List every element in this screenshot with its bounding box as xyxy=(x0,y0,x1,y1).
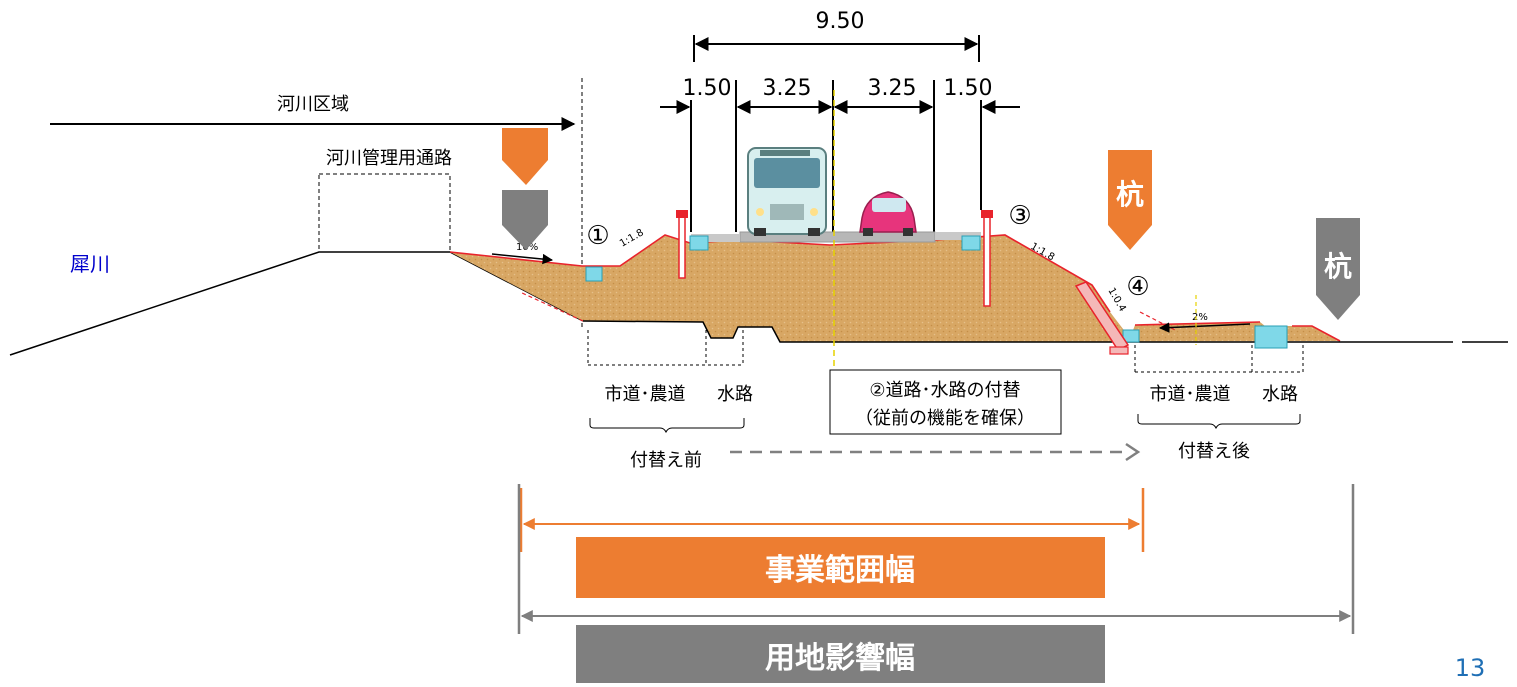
stake-arrow-orange-right: 杭 xyxy=(1108,150,1152,250)
stake-label-gray: 杭 xyxy=(1324,250,1352,283)
stake-arrow-gray-left xyxy=(502,190,548,250)
guard-post-right xyxy=(981,210,993,307)
marker-3: ③ xyxy=(1008,201,1031,231)
marker-4: ④ xyxy=(1126,272,1149,302)
note-line-2: （従前の機能を確保） xyxy=(855,408,1035,429)
river-road-label: 河川管理用通路 xyxy=(326,148,452,169)
land-width-label: 用地影響幅 xyxy=(765,641,915,676)
relocation-note-box: ②道路･水路の付替 （従前の機能を確保） xyxy=(829,369,1062,435)
river-area-indicator: 河川区域 xyxy=(50,78,583,330)
markers: ① ③ ④ xyxy=(586,201,1149,302)
after-relocation: 市道･農道 水路 付替え後 xyxy=(1134,345,1304,462)
stake-arrow-orange-left xyxy=(502,128,548,185)
project-width-label: 事業範囲幅 xyxy=(765,553,915,588)
after-road-label: 市道･農道 xyxy=(1150,384,1231,405)
after-caption: 付替え後 xyxy=(1178,441,1250,462)
before-road-label: 市道･農道 xyxy=(605,384,686,405)
bus-icon xyxy=(747,147,827,236)
dimension-left-sidewalk: 1.50 xyxy=(683,76,732,101)
slope-left-label: 1:1.8 xyxy=(618,227,646,249)
dimension-right-lane: 3.25 xyxy=(868,76,917,101)
page-number: 13 xyxy=(1455,654,1486,682)
car-icon xyxy=(859,191,917,236)
road-surface xyxy=(691,231,981,243)
stake-arrow-gray-right: 杭 xyxy=(1316,218,1360,320)
side-ditches xyxy=(585,235,1288,349)
note-line-1: ②道路･水路の付替 xyxy=(869,380,1020,401)
after-water-label: 水路 xyxy=(1262,384,1298,405)
before-water-label: 水路 xyxy=(717,384,753,405)
river-name-label: 犀川 xyxy=(70,252,110,276)
stake-label-orange: 杭 xyxy=(1116,178,1144,211)
land-width-range: 用地影響幅 xyxy=(517,484,1355,683)
dimension-right-sidewalk: 1.50 xyxy=(944,76,993,101)
river-management-road: 河川管理用通路 xyxy=(318,148,452,253)
river-area-label: 河川区域 xyxy=(277,94,349,115)
grade-right-label: 2% xyxy=(1192,312,1208,323)
retaining-wall xyxy=(1074,281,1130,355)
relocation-arrow xyxy=(730,442,1141,462)
project-width-range: 事業範囲幅 xyxy=(519,488,1145,598)
marker-1: ① xyxy=(586,221,609,251)
before-caption: 付替え前 xyxy=(630,450,702,471)
guard-post-left xyxy=(676,210,688,279)
dimension-left-lane: 3.25 xyxy=(763,76,812,101)
dimension-total-label: 9.50 xyxy=(816,9,865,34)
before-relocation: 市道･農道 水路 付替え前 xyxy=(587,330,753,471)
dimension-segments: 1.50 3.25 3.25 1.50 xyxy=(660,76,1020,232)
dimension-total: 9.50 xyxy=(693,9,980,62)
